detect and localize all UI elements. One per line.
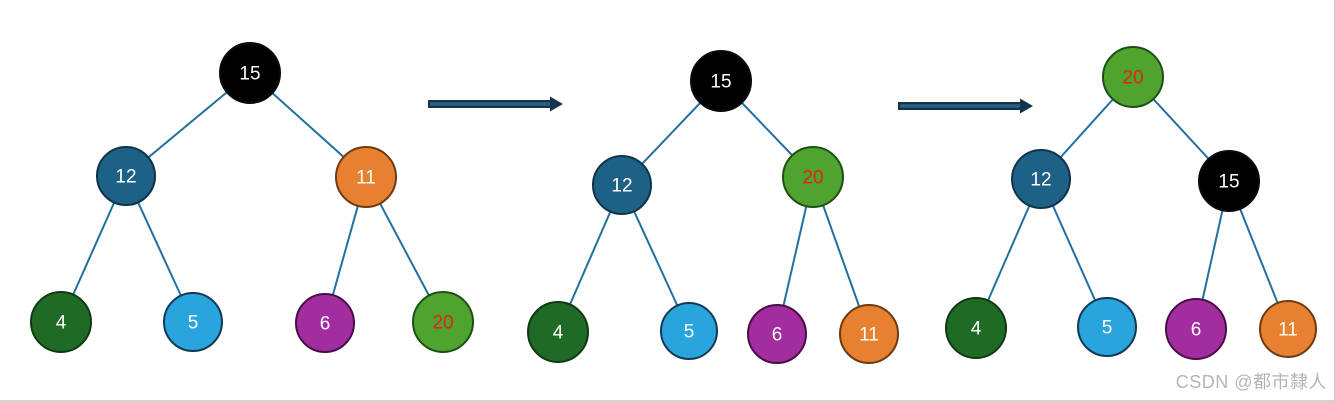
tree-node-value: 11 bbox=[356, 168, 376, 189]
tree-node-value: 12 bbox=[115, 167, 136, 188]
tree-node-value: 15 bbox=[239, 64, 260, 85]
arrow-head bbox=[1020, 98, 1033, 114]
tree-node-value: 11 bbox=[1278, 320, 1298, 341]
tree-node-value: 12 bbox=[1030, 170, 1051, 191]
tree-node-circle bbox=[839, 304, 899, 364]
tree-step-1: 15 12 11 4 5 6 20 bbox=[30, 42, 474, 353]
tree-node-circle bbox=[782, 146, 844, 208]
tree-node-circle bbox=[1011, 149, 1071, 209]
tree-node-circle bbox=[412, 291, 474, 353]
csdn-watermark: CSDN @都市隸人 bbox=[1175, 372, 1327, 392]
tree-step-3: 20 12 15 4 5 6 11 bbox=[945, 46, 1317, 360]
tree-node-value: 6 bbox=[772, 325, 783, 346]
tree-node-circle bbox=[96, 146, 156, 206]
tree-node-circle bbox=[527, 301, 589, 363]
tree-node-circle bbox=[1259, 300, 1317, 358]
tree-node-circle bbox=[30, 291, 92, 353]
tree-node-value: 5 bbox=[1102, 318, 1113, 339]
tree-node-value: 11 bbox=[859, 325, 879, 346]
tree-node-circle bbox=[690, 50, 752, 112]
tree-node-value: 20 bbox=[802, 168, 823, 189]
tree-step-2: 15 12 20 4 5 6 11 bbox=[527, 50, 899, 364]
tree-node-circle bbox=[660, 302, 718, 360]
tree-node-circle bbox=[747, 304, 807, 364]
tree-node-circle bbox=[163, 292, 223, 352]
tree-node-circle bbox=[295, 293, 355, 353]
tree-node-value: 15 bbox=[710, 72, 731, 93]
transform-arrow-icon bbox=[898, 98, 1033, 114]
tree-node-value: 4 bbox=[553, 323, 564, 344]
tree-node-circle bbox=[592, 155, 652, 215]
tree-node-circle bbox=[1102, 46, 1164, 108]
tree-node-value: 4 bbox=[56, 313, 67, 334]
tree-node-value: 20 bbox=[1122, 68, 1143, 89]
tree-node-circle bbox=[1198, 150, 1260, 212]
tree-node-circle bbox=[335, 146, 397, 208]
tree-node-value: 5 bbox=[684, 322, 695, 343]
tree-node-circle bbox=[1165, 298, 1227, 360]
tree-node-value: 12 bbox=[611, 176, 632, 197]
tree-node-value: 6 bbox=[320, 314, 331, 335]
tree-node-circle bbox=[1077, 297, 1137, 357]
tree-node-value: 15 bbox=[1218, 172, 1239, 193]
tree-node-value: 5 bbox=[188, 313, 199, 334]
tree-node-value: 4 bbox=[971, 319, 982, 340]
tree-node-value: 6 bbox=[1191, 320, 1202, 341]
arrow-head bbox=[550, 96, 563, 112]
tree-node-value: 20 bbox=[432, 313, 453, 334]
tree-node-circle bbox=[945, 297, 1007, 359]
tree-node-circle bbox=[219, 42, 281, 104]
transform-arrow-icon bbox=[428, 96, 563, 112]
